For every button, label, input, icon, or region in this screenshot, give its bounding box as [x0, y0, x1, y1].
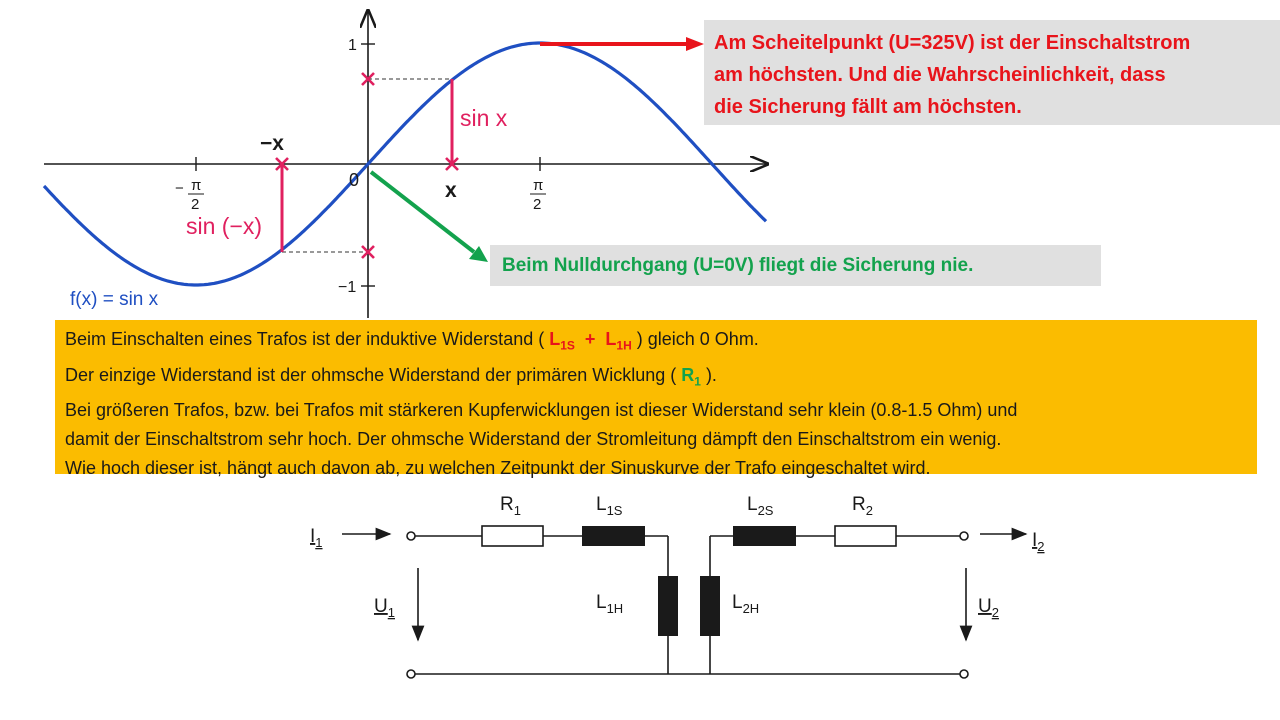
circuit-wires — [415, 535, 960, 675]
callout-zero-text: Beim Nulldurchgang (U=0V) fliegt die Sic… — [502, 255, 974, 276]
label-R1: R1 — [681, 364, 701, 389]
label-L1H-sub: 1H — [616, 338, 632, 353]
zero-arrow-head — [469, 246, 488, 262]
label-L1H-main: L — [605, 329, 617, 349]
label-L1H: L1H — [605, 329, 631, 353]
tick-label-neg-pi-sign: − — [175, 180, 184, 197]
terminals — [406, 531, 969, 679]
label-I1: I1 — [310, 526, 323, 550]
inductor-L2H — [700, 576, 720, 636]
callout-peak-line-2: am höchsten. Und die Wahrscheinlichkeit,… — [714, 64, 1166, 86]
label-L2H-circuit: L2H — [732, 592, 759, 616]
transformer-equivalent-circuit: I1 I2 U1 U2 R1 R2 L1S L2S L1H L2H — [310, 494, 1045, 679]
info-line-1: Beim Einschalten eines Trafos ist der in… — [65, 325, 1247, 361]
callout-peak-line-1: Am Scheitelpunkt (U=325V) ist der Einsch… — [714, 32, 1191, 54]
label-L1S-main: L — [549, 329, 561, 349]
y-tick-label-1: 1 — [348, 37, 357, 54]
callout-peak-line-3: die Sicherung fällt am höchsten. — [714, 96, 1022, 118]
resistor-R2 — [834, 525, 897, 547]
sinx-label: sin x — [460, 105, 508, 131]
tick-label-pos-pi: π — [533, 177, 543, 194]
info-line-1-post: ) gleich 0 Ohm. — [631, 329, 759, 349]
zero-arrow-line — [369, 170, 476, 254]
info-line-2-post: ). — [700, 364, 717, 385]
cross-markers — [275, 72, 459, 259]
label-R1-main: R — [681, 364, 695, 385]
info-line-5: Wie hoch dieser ist, hängt auch davon ab… — [65, 458, 931, 479]
label-L1S-circuit: L1S — [596, 494, 623, 518]
label-R1-circuit: R1 — [500, 494, 521, 518]
label-R2-circuit: R2 — [852, 494, 873, 518]
tick-label-neg-den: 2 — [191, 196, 199, 213]
label-U1: U1 — [374, 596, 395, 620]
label-L1H-circuit: L1H — [596, 592, 623, 616]
callout-zero-crossing: Beim Nulldurchgang (U=0V) fliegt die Sic… — [490, 245, 1101, 286]
info-line-4: damit der Einschaltstrom sehr hoch. Der … — [65, 429, 1002, 450]
function-label: f(x) = sin x — [70, 289, 159, 310]
inductor-L1S — [582, 526, 645, 546]
label-R1-sub: 1 — [694, 374, 701, 389]
origin-label: 0 — [349, 170, 359, 190]
neg-x-label: −x — [260, 132, 284, 155]
info-box: Beim Einschalten eines Trafos ist der in… — [55, 320, 1257, 478]
inductor-L2S — [733, 526, 796, 546]
inductor-L1H — [658, 576, 678, 636]
resistor-R1 — [481, 525, 544, 547]
label-U2: U2 — [978, 596, 999, 620]
info-line-2: Der einzige Widerstand ist der ohmsche W… — [65, 361, 1247, 397]
sin-negx-label: sin (−x) — [186, 213, 262, 239]
label-L1S-sub: 1S — [560, 338, 575, 353]
label-L1S: L1S — [549, 329, 575, 353]
info-line-2-pre: Der einzige Widerstand ist der ohmsche W… — [65, 364, 682, 385]
tick-label-neg-pi: π — [191, 177, 201, 194]
y-tick-label-neg1: −1 — [338, 279, 356, 296]
x-label: x — [445, 179, 457, 202]
sine-plot: 1 −1 0 − π 2 π 2 −x x sin x sin (−x) f(x… — [42, 0, 780, 318]
label-I2: I2 — [1032, 530, 1045, 554]
callout-peak: Am Scheitelpunkt (U=325V) ist der Einsch… — [704, 20, 1280, 125]
sine-curve — [42, 41, 768, 287]
info-line-3: Bei größeren Trafos, bzw. bei Trafos mit… — [65, 400, 1018, 421]
info-line-1-pre: Beim Einschalten eines Trafos ist der in… — [65, 329, 550, 349]
peak-arrow-head — [686, 37, 704, 51]
tick-label-pos-den: 2 — [533, 196, 541, 213]
label-L2S-circuit: L2S — [747, 494, 774, 518]
info-plus: + — [574, 329, 606, 349]
